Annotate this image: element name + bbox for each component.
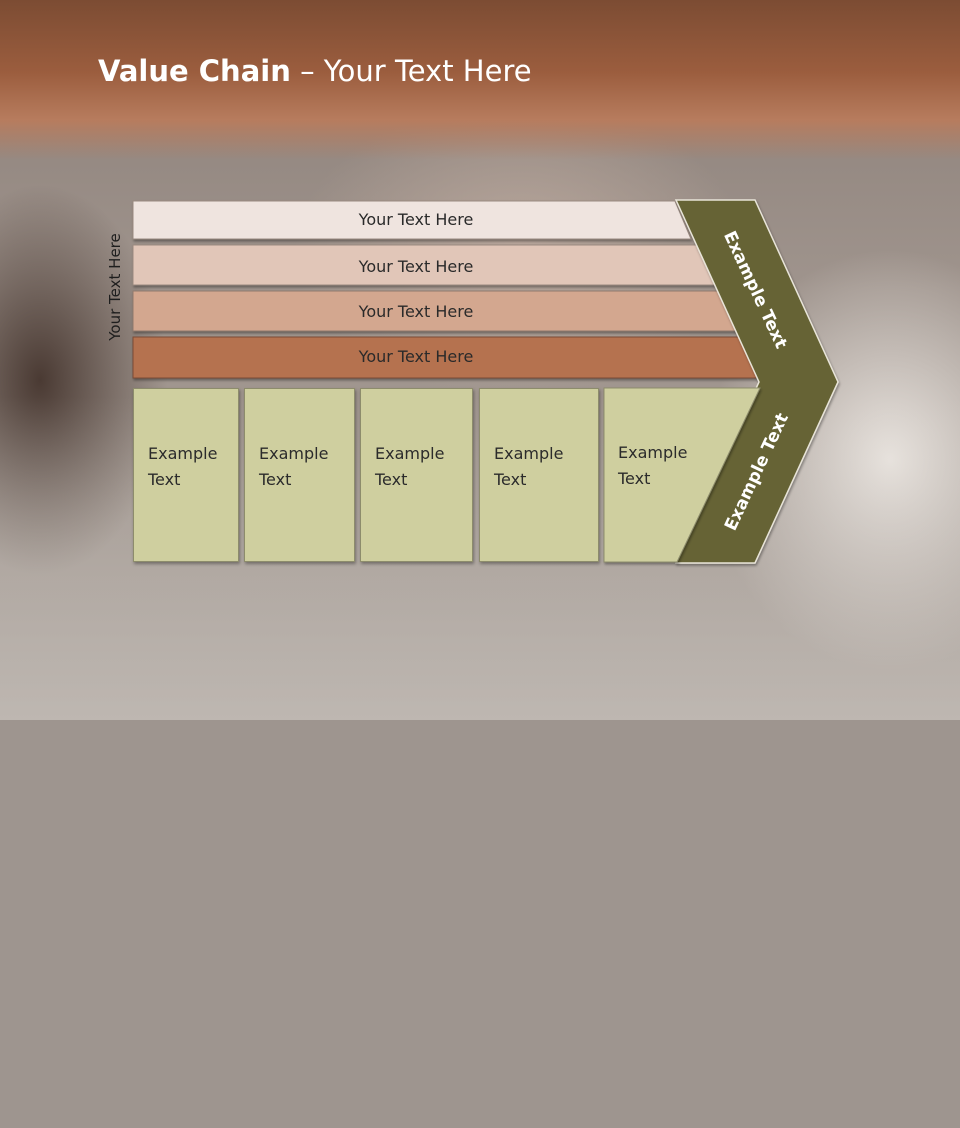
bar-4-label: Your Text Here — [358, 347, 474, 366]
bar-3-label: Your Text Here — [358, 302, 474, 321]
chevron-arrow — [674, 199, 839, 564]
box-5-shape — [603, 387, 761, 563]
bar-1 — [132, 200, 692, 240]
value-chain-diagram: Your Text Here Your Text Here Your Text … — [132, 199, 839, 564]
title-bold: Value Chain — [98, 54, 291, 88]
bar-2-label: Your Text Here — [358, 257, 474, 276]
bar-1-label: Your Text Here — [358, 210, 474, 229]
title-rest: – Your Text Here — [290, 54, 532, 88]
slide-title: Value Chain – Your Text Here — [98, 54, 532, 88]
header-band — [0, 0, 960, 160]
